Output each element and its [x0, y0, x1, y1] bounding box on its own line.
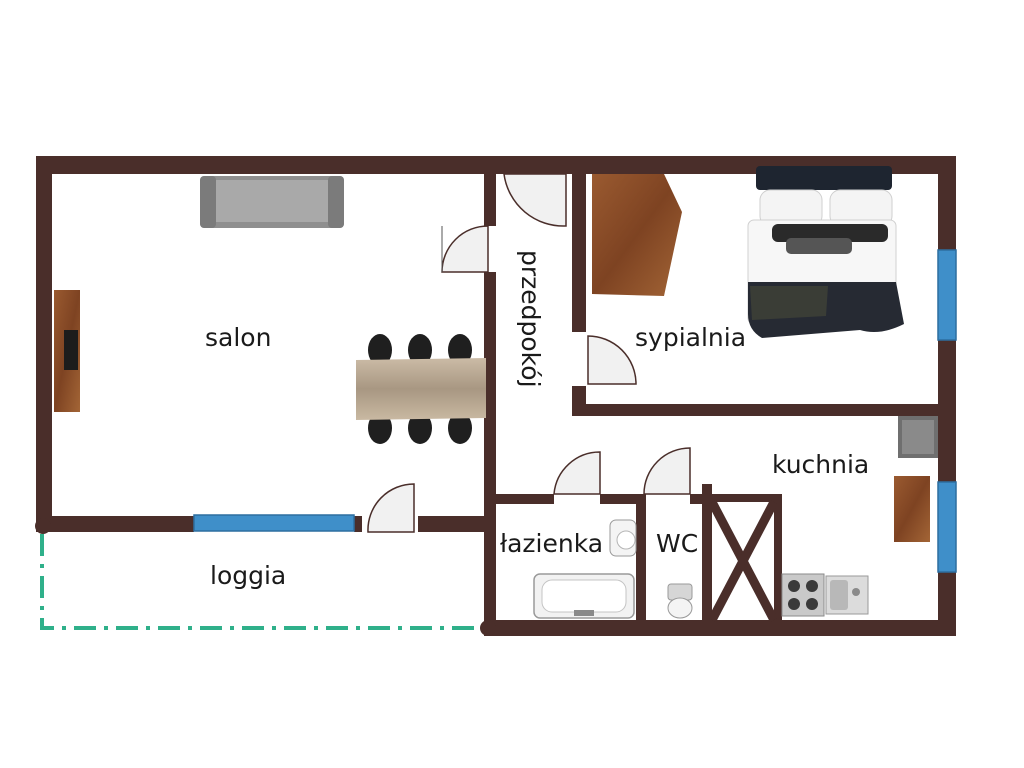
- toilet-icon: [667, 583, 693, 619]
- dining-table-icon: [356, 334, 486, 444]
- bed-icon: [747, 166, 904, 338]
- wardrobe-icon: [592, 174, 682, 296]
- door-icon: [643, 447, 691, 495]
- salon-window: [193, 514, 355, 532]
- windows: [193, 249, 957, 573]
- kitchen-cabinet: [894, 476, 930, 542]
- wall-joints: [35, 518, 496, 636]
- room-label-salon: salon: [205, 323, 271, 352]
- sink-icon: [609, 519, 637, 557]
- door-icon: [503, 173, 567, 227]
- tv-cabinet-icon: [54, 290, 80, 412]
- loggia-outline: [40, 534, 476, 630]
- room-label-lazienka: łazienka: [500, 529, 603, 558]
- shaft: [708, 499, 778, 623]
- sofa-icon: [200, 176, 344, 228]
- room-label-loggia: loggia: [210, 561, 286, 590]
- room-label-sypialnia: sypialnia: [635, 323, 746, 352]
- door-icon: [441, 225, 489, 273]
- room-label-przedpokoj: przedpokój: [516, 250, 545, 388]
- bathtub-icon: [533, 573, 635, 619]
- door-icon: [553, 451, 601, 495]
- room-label-wc: WC: [656, 529, 698, 558]
- fridge-icon: [898, 416, 938, 458]
- door-icon: [587, 335, 637, 385]
- door-icon: [367, 483, 415, 533]
- sink-icon: [825, 575, 869, 615]
- doors: [367, 173, 691, 533]
- kitchen-window: [937, 481, 957, 573]
- bedroom-window: [937, 249, 957, 341]
- room-label-kuchnia: kuchnia: [772, 450, 869, 479]
- stove-icon: [781, 573, 825, 617]
